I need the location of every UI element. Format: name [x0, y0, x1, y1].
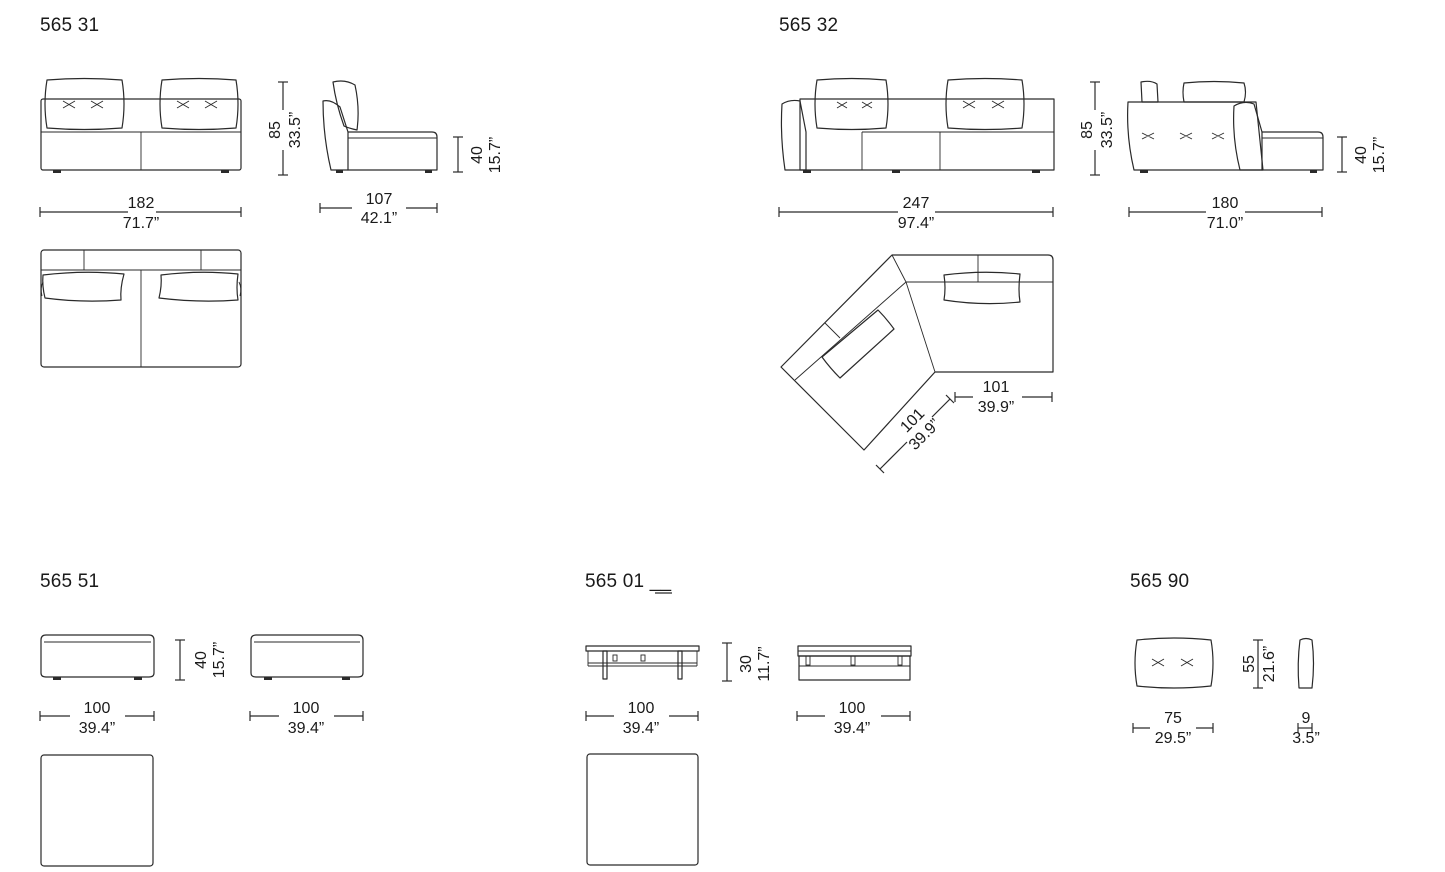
dimension-565-31-depth: 107 42.1”: [319, 191, 438, 227]
height-cm-label: 40: [193, 651, 210, 669]
cushion-565-90-front-view: [1134, 637, 1214, 689]
ottoman-565-51-top-view: [40, 754, 154, 867]
dimension-565-90-width: 75 29.5”: [1132, 710, 1214, 747]
ottoman-565-51-front-view: [40, 634, 155, 680]
side-in-label: 39.4”: [288, 720, 324, 737]
sofa-565-31-top-view: [40, 249, 242, 368]
seat-in-label: 15.7”: [1371, 137, 1388, 173]
width-cm-label: 247: [903, 195, 930, 212]
sofa-565-32-front-view: [780, 77, 1055, 173]
model-code-565-90: 565 90: [1130, 571, 1190, 592]
dimension-565-51-side: 100 39.4”: [249, 700, 364, 737]
depth-cm-label: 9: [1302, 710, 1311, 727]
side-cm-label: 100: [293, 700, 320, 717]
sofa-565-31-side-view: [322, 80, 438, 173]
dimension-565-01-height: 30 11.7”: [722, 642, 773, 682]
table-565-01-front-view: [585, 645, 700, 680]
dimension-565-51-front: 100 39.4”: [39, 700, 155, 737]
front-in-label: 39.4”: [623, 720, 659, 737]
height-cm-label: 85: [1079, 121, 1096, 139]
sofa-565-32-top-view: [780, 254, 1054, 451]
front-cm-label: 100: [628, 700, 655, 717]
height-in-label: 21.6”: [1261, 646, 1278, 682]
side-cm-label: 180: [1212, 195, 1239, 212]
arm-a-cm-label: 101: [983, 379, 1010, 396]
model-code-565-01: 565 01 __: [585, 571, 672, 592]
arm-a-in-label: 39.9”: [978, 399, 1014, 416]
dimension-565-90-depth: 9 3.5”: [1292, 710, 1320, 747]
table-565-01-side-view: [797, 645, 912, 681]
height-in-label: 11.7”: [756, 646, 773, 681]
model-code-565-31: 565 31: [40, 15, 100, 36]
ottoman-565-51-side-view: [250, 634, 364, 680]
depth-in-label: 3.5”: [1292, 730, 1320, 747]
width-cm-label: 182: [128, 195, 155, 212]
seat-cm-label: 40: [469, 146, 486, 164]
front-cm-label: 100: [84, 700, 111, 717]
table-565-01-top-view: [586, 753, 699, 866]
dimension-565-01-side: 100 39.4”: [796, 700, 911, 737]
sofa-565-31-front-view: [40, 77, 242, 173]
height-cm-label: 55: [1241, 655, 1258, 673]
dimension-565-32-side-width: 180 71.0”: [1128, 195, 1323, 232]
dimension-565-32-width: 247 97.4”: [778, 195, 1054, 232]
side-cm-label: 100: [839, 700, 866, 717]
width-in-label: 29.5”: [1155, 730, 1191, 747]
sofa-565-32-side-view: [1127, 80, 1324, 173]
dimension-565-31-seat-height: 40 15.7”: [453, 136, 504, 173]
height-in-label: 33.5”: [287, 112, 304, 148]
depth-in-label: 42.1”: [361, 210, 397, 227]
height-in-label: 15.7”: [211, 642, 228, 678]
depth-cm-label: 107: [366, 191, 393, 208]
width-in-label: 71.7”: [123, 215, 159, 232]
dimension-565-90-height: 55 21.6”: [1241, 639, 1278, 689]
dimension-565-32-arm-a: 101 39.9”: [954, 379, 1053, 416]
seat-cm-label: 40: [1353, 146, 1370, 164]
dimension-565-31-height: 85 33.5”: [267, 81, 304, 176]
height-cm-label: 85: [267, 121, 284, 139]
height-cm-label: 30: [738, 655, 755, 673]
front-in-label: 39.4”: [79, 720, 115, 737]
dimension-565-51-height: 40 15.7”: [175, 639, 228, 681]
width-in-label: 97.4”: [898, 215, 934, 232]
seat-in-label: 15.7”: [487, 137, 504, 173]
dimension-565-31-width: 182 71.7”: [39, 195, 242, 232]
dimension-565-32-seat-height: 40 15.7”: [1337, 136, 1388, 173]
dimension-565-01-front: 100 39.4”: [585, 700, 699, 737]
model-code-565-51: 565 51: [40, 571, 100, 592]
cushion-565-90-side-view: [1297, 637, 1315, 689]
side-in-label: 71.0”: [1207, 215, 1243, 232]
width-cm-label: 75: [1164, 710, 1182, 727]
dimension-565-32-arm-b: 101 39.9”: [875, 394, 955, 474]
model-code-565-32: 565 32: [779, 15, 839, 36]
height-in-label: 33.5”: [1099, 112, 1116, 148]
dimension-565-32-height: 85 33.5”: [1079, 81, 1116, 176]
side-in-label: 39.4”: [834, 720, 870, 737]
